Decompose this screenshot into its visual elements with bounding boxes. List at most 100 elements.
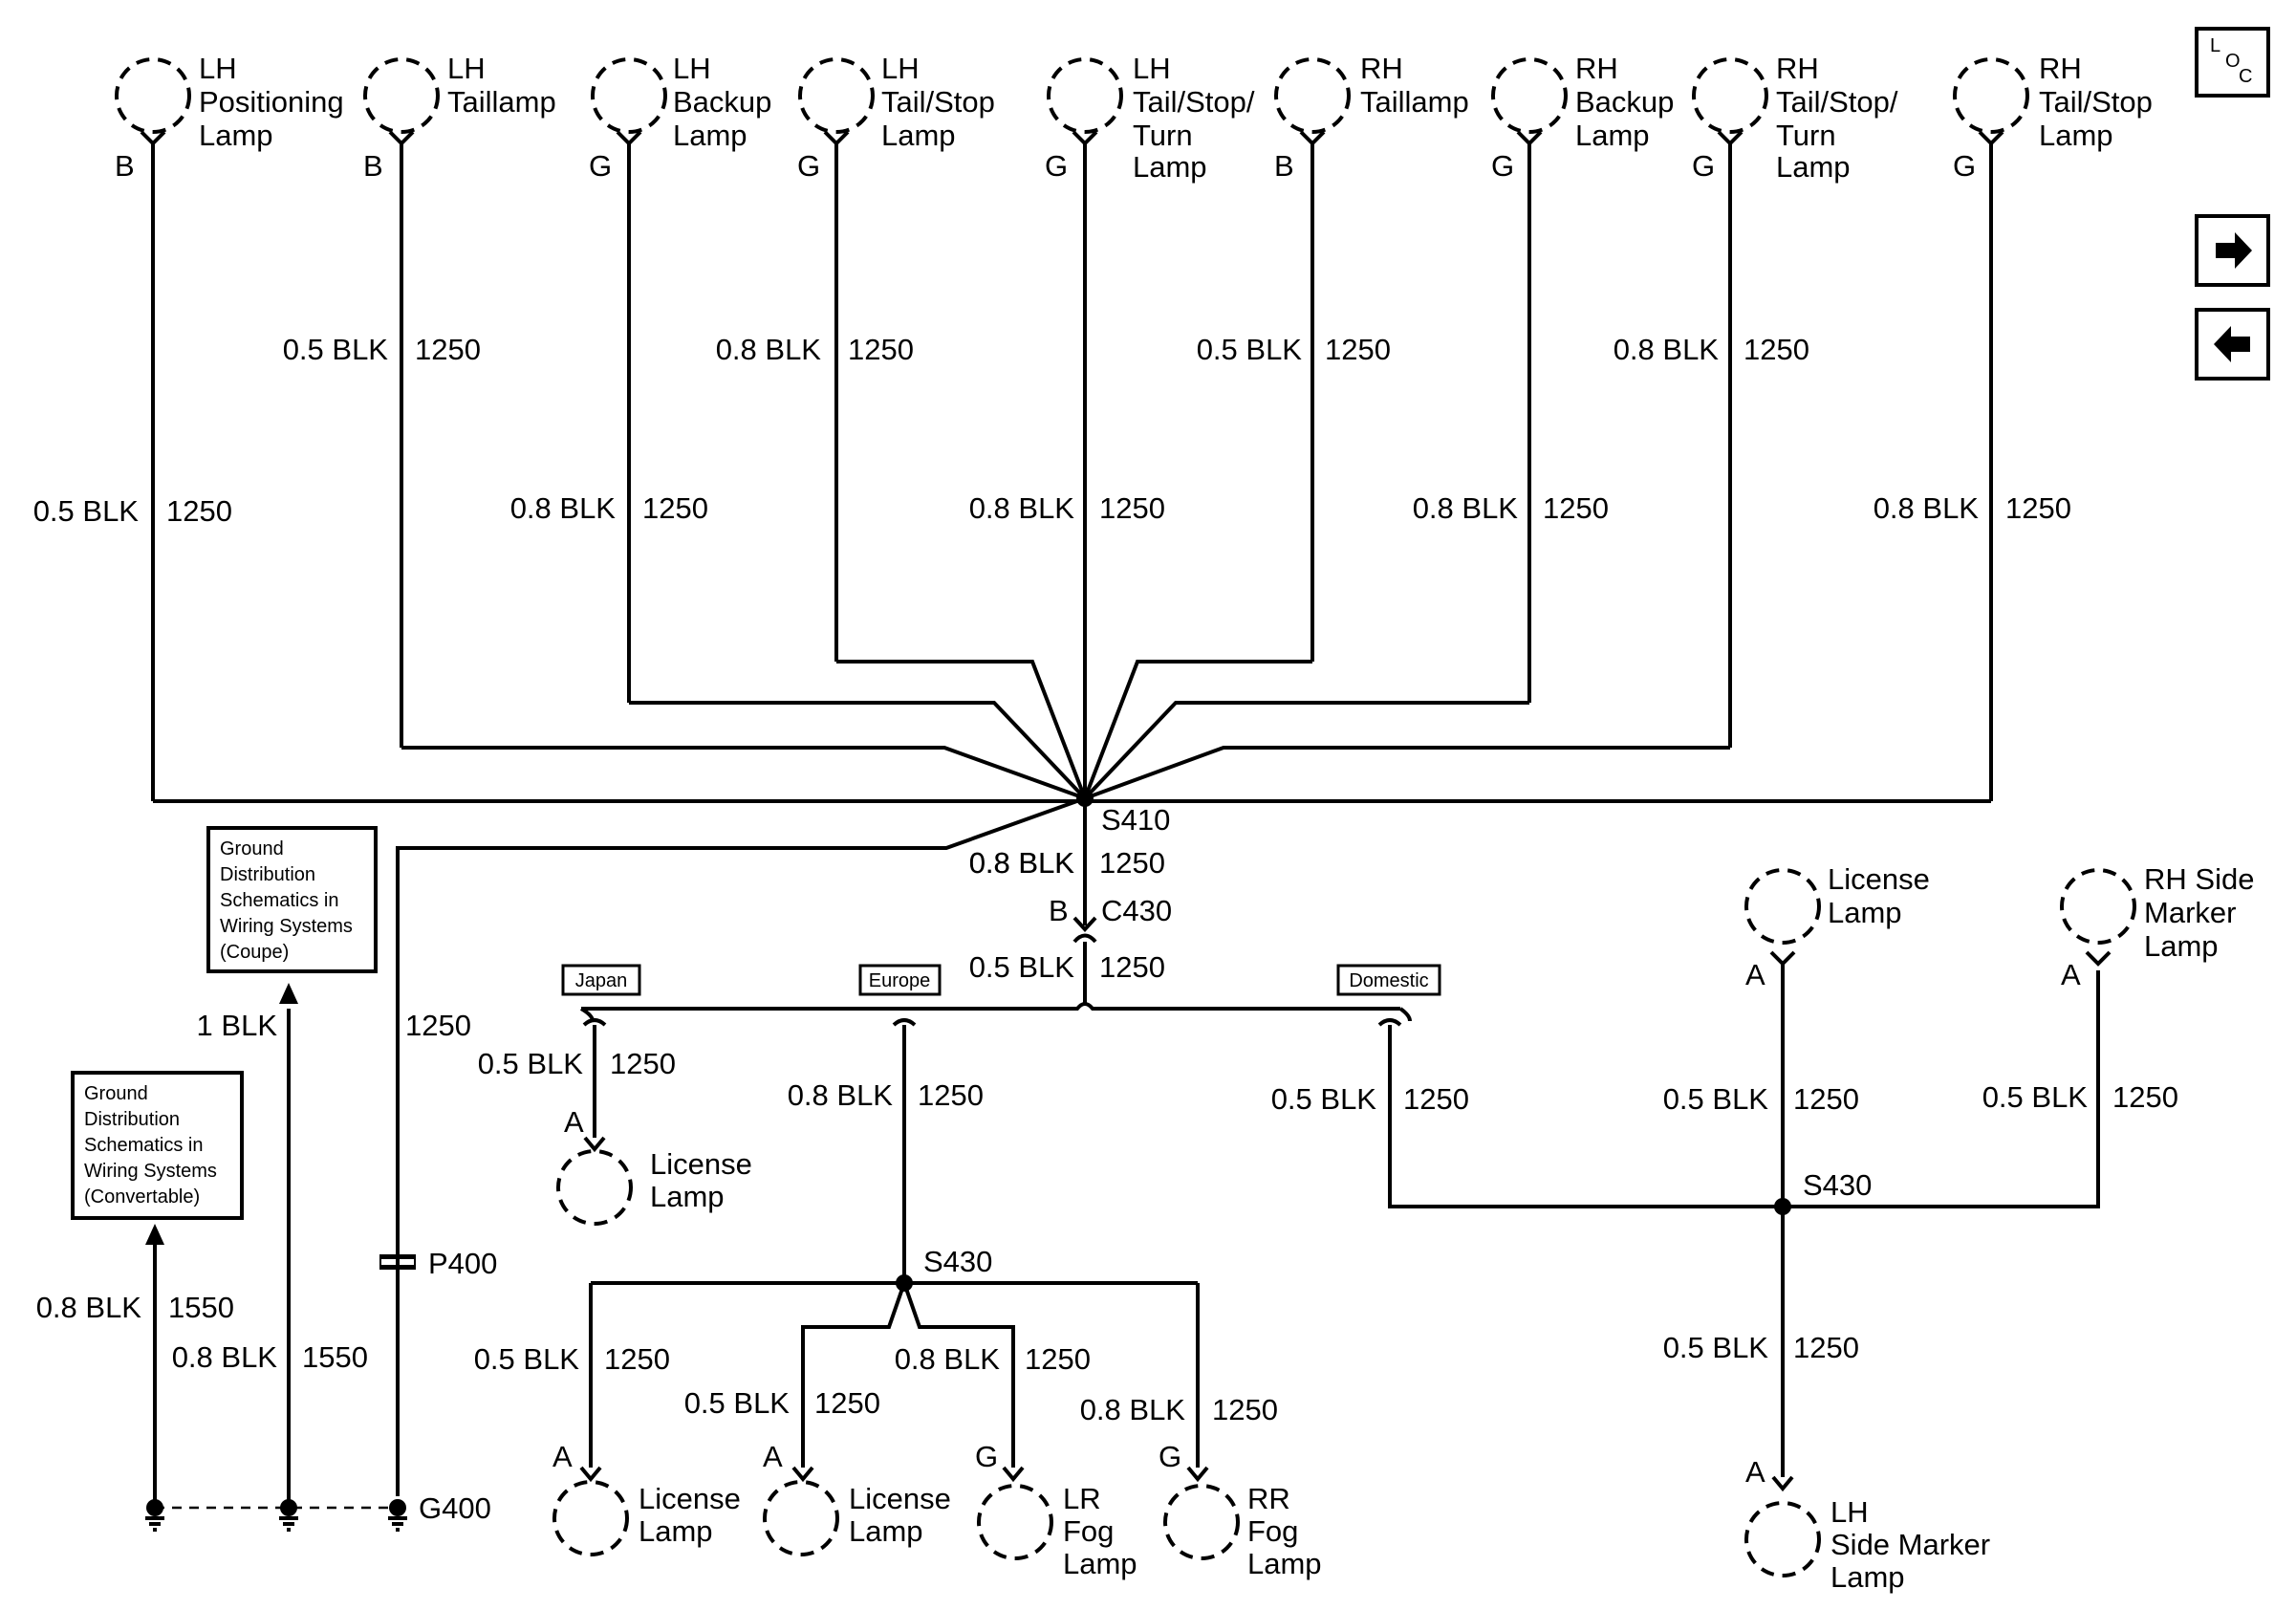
circuit-number: 1250 (1099, 950, 1165, 984)
wire-gauge: 1 BLK (197, 1009, 278, 1042)
lamp-label-line: Lamp (639, 1514, 713, 1548)
circuit-number: 1550 (302, 1340, 368, 1374)
ground-box-line: Ground (220, 838, 284, 859)
lamp-rh-tail-stop-turn: RH Tail/Stop/ Turn Lamp G 0.8 BLK 1250 (1614, 52, 1898, 748)
lamp-label-line: Taillamp (1360, 85, 1469, 119)
pin-label: G (589, 149, 612, 183)
lamp-label-line: LH (199, 52, 237, 85)
arrow-right-icon (2216, 232, 2252, 269)
pin-label: G (1491, 149, 1514, 183)
wire-gauge: 0.5 BLK (1663, 1082, 1769, 1116)
lamp-label-line: Lamp (1063, 1547, 1137, 1580)
ground-box-line: (Convertable) (84, 1186, 200, 1208)
lamp-label-line: Lamp (1776, 150, 1851, 184)
lamp-lh-tail-stop-turn: LH Tail/Stop/ Turn Lamp G 0.8 BLK 1250 (969, 52, 1255, 798)
wire-gauge: 0.5 BLK (684, 1386, 791, 1420)
circuit-number: 1250 (1099, 846, 1165, 880)
lamp-rh-tail-stop: RH Tail/Stop Lamp G 0.8 BLK 1250 (1874, 52, 2153, 801)
circuit-number: 1250 (1543, 491, 1609, 525)
circuit-number: 1250 (604, 1342, 670, 1376)
pin-label: G (975, 1440, 998, 1473)
pin-label: G (1045, 149, 1068, 183)
ground-box-line: Distribution (220, 864, 315, 885)
circuit-number: 1250 (166, 494, 232, 528)
lamp-label-line: LH (881, 52, 920, 85)
wire-gauge: 0.5 BLK (478, 1047, 584, 1080)
connector-c430: B C430 0.5 BLK 1250 (969, 894, 1172, 1006)
ground-box-line: Schematics in (220, 890, 339, 911)
circuit-number: 1250 (2112, 1080, 2178, 1114)
option-label: Domestic (1349, 970, 1428, 991)
wire-gauge: 0.8 BLK (510, 491, 617, 525)
wire-gauge: 0.8 BLK (1874, 491, 1980, 525)
ground-box-convertible (71, 1071, 244, 1220)
location-button[interactable]: L O C (2195, 27, 2270, 98)
p400-wire: 0.8 BLK (396, 796, 1086, 1496)
lamp-label-line: Lamp (2144, 929, 2219, 963)
circuit-number: 1250 (1744, 333, 1809, 366)
wire-gauge: 0.5 BLK (474, 1342, 580, 1376)
lamp-label-line: License (650, 1147, 752, 1181)
back-button[interactable] (2195, 308, 2270, 381)
circuit-number: 1250 (2005, 491, 2071, 525)
pin-label: A (763, 1440, 783, 1473)
arrow-left-icon (2214, 326, 2250, 362)
option-tag-domestic (1336, 964, 1441, 996)
ground-box-line: Ground (84, 1083, 148, 1104)
wire-gauge: 0.5 BLK (1271, 1082, 1377, 1116)
ground-box-line: Schematics in (84, 1135, 204, 1156)
wire-gauge: 0.8 BLK (969, 491, 1075, 525)
lamp-label-line: LR (1063, 1482, 1101, 1515)
wire-gauge: 0.8 BLK (1080, 1393, 1186, 1426)
wire-gauge: 0.5 BLK (1982, 1080, 2089, 1114)
wire-gauge: 0.5 BLK (1663, 1331, 1769, 1364)
wire-gauge: 0.8 BLK (969, 846, 1075, 880)
option-tag-japan (561, 964, 641, 996)
forward-button[interactable] (2195, 214, 2270, 287)
lamp-label-line: Marker (2144, 896, 2236, 929)
lamp-label-line: Side Marker (1830, 1528, 1990, 1561)
option-label: Europe (869, 970, 931, 991)
circuit-number: 1250 (1025, 1342, 1091, 1376)
lamp-label-line: Backup (673, 85, 771, 119)
lamp-label-line: LH (1830, 1495, 1869, 1529)
lamp-label-line: Lamp (673, 119, 747, 152)
s410-harness: S410 0.8 BLK 1250 (153, 660, 1991, 925)
connector-label: P400 (428, 1247, 497, 1280)
circuit-number: 1250 (1099, 491, 1165, 525)
pin-label: G (1953, 149, 1976, 183)
wire-gauge: 0.5 BLK (283, 333, 389, 366)
lamp-label-line: Lamp (650, 1180, 725, 1213)
lamp-lh-taillamp: LH Taillamp B 0.5 BLK 1250 (283, 52, 556, 748)
lamp-label-line: Turn (1776, 119, 1836, 152)
wire-gauge: 0.8 BLK (36, 1291, 142, 1324)
pin-label: G (797, 149, 820, 183)
pin-label: B (363, 149, 383, 183)
lamp-label-line: Turn (1133, 119, 1193, 152)
option-tag-europe (858, 964, 942, 996)
ground-box-coupe (206, 826, 378, 973)
circuit-number: 1250 (1325, 333, 1391, 366)
circuit-number: 1250 (610, 1047, 676, 1080)
circuit-number: 1250 (918, 1078, 984, 1112)
pin-label: A (1745, 1455, 1765, 1489)
pin-label: B (1274, 149, 1294, 183)
lamp-label-line: RH (1776, 52, 1819, 85)
wire-gauge: 0.8 BLK (172, 1340, 278, 1374)
wire-gauge: 0.8 BLK (788, 1078, 894, 1112)
lamp-label-line: RH (1575, 52, 1618, 85)
lamp-label-line: License (639, 1482, 741, 1515)
pin-label: B (1049, 894, 1069, 927)
circuit-number: 1250 (642, 491, 708, 525)
lamp-label-line: Lamp (1828, 896, 1902, 929)
wire-gauge: 0.8 BLK (1413, 491, 1519, 525)
wire-gauge: 0.8 BLK (1614, 333, 1720, 366)
loc-letter: L (2210, 35, 2220, 56)
wire-gauge: 0.5 BLK (33, 494, 140, 528)
circuit-number: 1250 (1793, 1331, 1859, 1364)
lamp-label-line: License (849, 1482, 951, 1515)
option-label: Japan (575, 970, 628, 991)
domestic-branch: 0.5 BLK 1250 License Lamp A 0.5 BLK 1250… (1271, 862, 2255, 1594)
circuit-number: 1250 (848, 333, 914, 366)
